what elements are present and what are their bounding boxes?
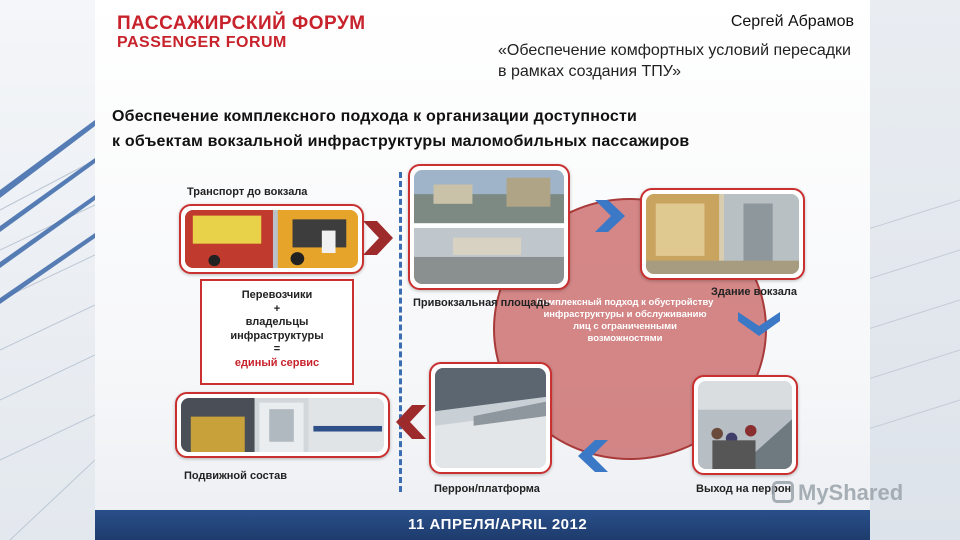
- service-box: Перевозчики + владельцы инфраструктуры =…: [200, 279, 354, 385]
- label-building: Здание вокзала: [711, 286, 797, 298]
- service-line-3: владельцы: [245, 316, 309, 328]
- service-line-4: инфраструктуры: [230, 329, 324, 342]
- slide-heading: Обеспечение комплексного подхода к орган…: [112, 104, 689, 154]
- photo-rolling-stock: [175, 392, 390, 458]
- chevron-right-red-icon: [363, 221, 393, 255]
- chevron-right-blue-icon: [595, 200, 625, 232]
- photo-exit: [692, 375, 798, 475]
- central-circle-text: Комплексный подход к обустройству инфрас…: [536, 297, 714, 344]
- photo-rolling-stock-image: [181, 398, 384, 452]
- photo-transport: [179, 204, 364, 274]
- left-decor-lines: [0, 120, 95, 540]
- logo-ru-text: ПАССАЖИРСКИЙ ФОРУМ: [117, 13, 366, 34]
- heading-line-1: Обеспечение комплексного подхода к орган…: [112, 108, 638, 125]
- chevron-left-red-icon: [396, 405, 426, 439]
- label-transport: Транспорт до вокзала: [187, 186, 308, 198]
- author-name: Сергей Абрамов: [730, 13, 854, 30]
- photo-square: [408, 164, 570, 290]
- chevron-down-blue-icon: [738, 312, 780, 336]
- watermark-text: MyShared: [798, 480, 904, 505]
- label-rolling-stock: Подвижной состав: [184, 470, 288, 482]
- left-decor-panel: [0, 0, 95, 540]
- chevron-left-blue-icon: [578, 440, 608, 472]
- label-exit: Выход на перрон: [696, 483, 792, 495]
- photo-building-image: [646, 194, 799, 274]
- photo-platform: [429, 362, 552, 474]
- photo-building: [640, 188, 805, 280]
- label-platform: Перрон/платформа: [434, 483, 540, 495]
- slide: ПАССАЖИРСКИЙ ФОРУМ PASSENGER FORUM Серге…: [95, 0, 870, 540]
- right-decor-panel: [865, 0, 960, 540]
- photo-exit-image: [698, 381, 792, 469]
- label-square: Привокзальная площадь: [413, 297, 551, 309]
- photo-transport-image: [185, 210, 358, 268]
- service-line-5: =: [273, 343, 281, 355]
- photo-platform-image: [435, 368, 546, 468]
- service-line-6: единый сервис: [234, 356, 320, 369]
- service-line-1: Перевозчики: [241, 289, 313, 301]
- slideshare-icon: [772, 481, 794, 503]
- dashed-divider: [399, 172, 402, 492]
- talk-topic: «Обеспечение комфортных условий пересадк…: [498, 42, 851, 80]
- heading-line-2: к объектам вокзальной инфраструктуры мал…: [112, 133, 690, 150]
- watermark: MyShared: [772, 480, 903, 506]
- footer-bar: 11 АПРЕЛЯ/APRIL 2012: [95, 510, 870, 540]
- photo-square-image: [414, 170, 564, 284]
- forum-logo: ПАССАЖИРСКИЙ ФОРУМ PASSENGER FORUM: [117, 14, 366, 52]
- right-decor-lines: [865, 199, 960, 431]
- footer-date: 11 АПРЕЛЯ/APRIL 2012: [408, 516, 588, 533]
- logo-en-text: PASSENGER FORUM: [117, 34, 287, 51]
- service-line-2: +: [273, 302, 281, 315]
